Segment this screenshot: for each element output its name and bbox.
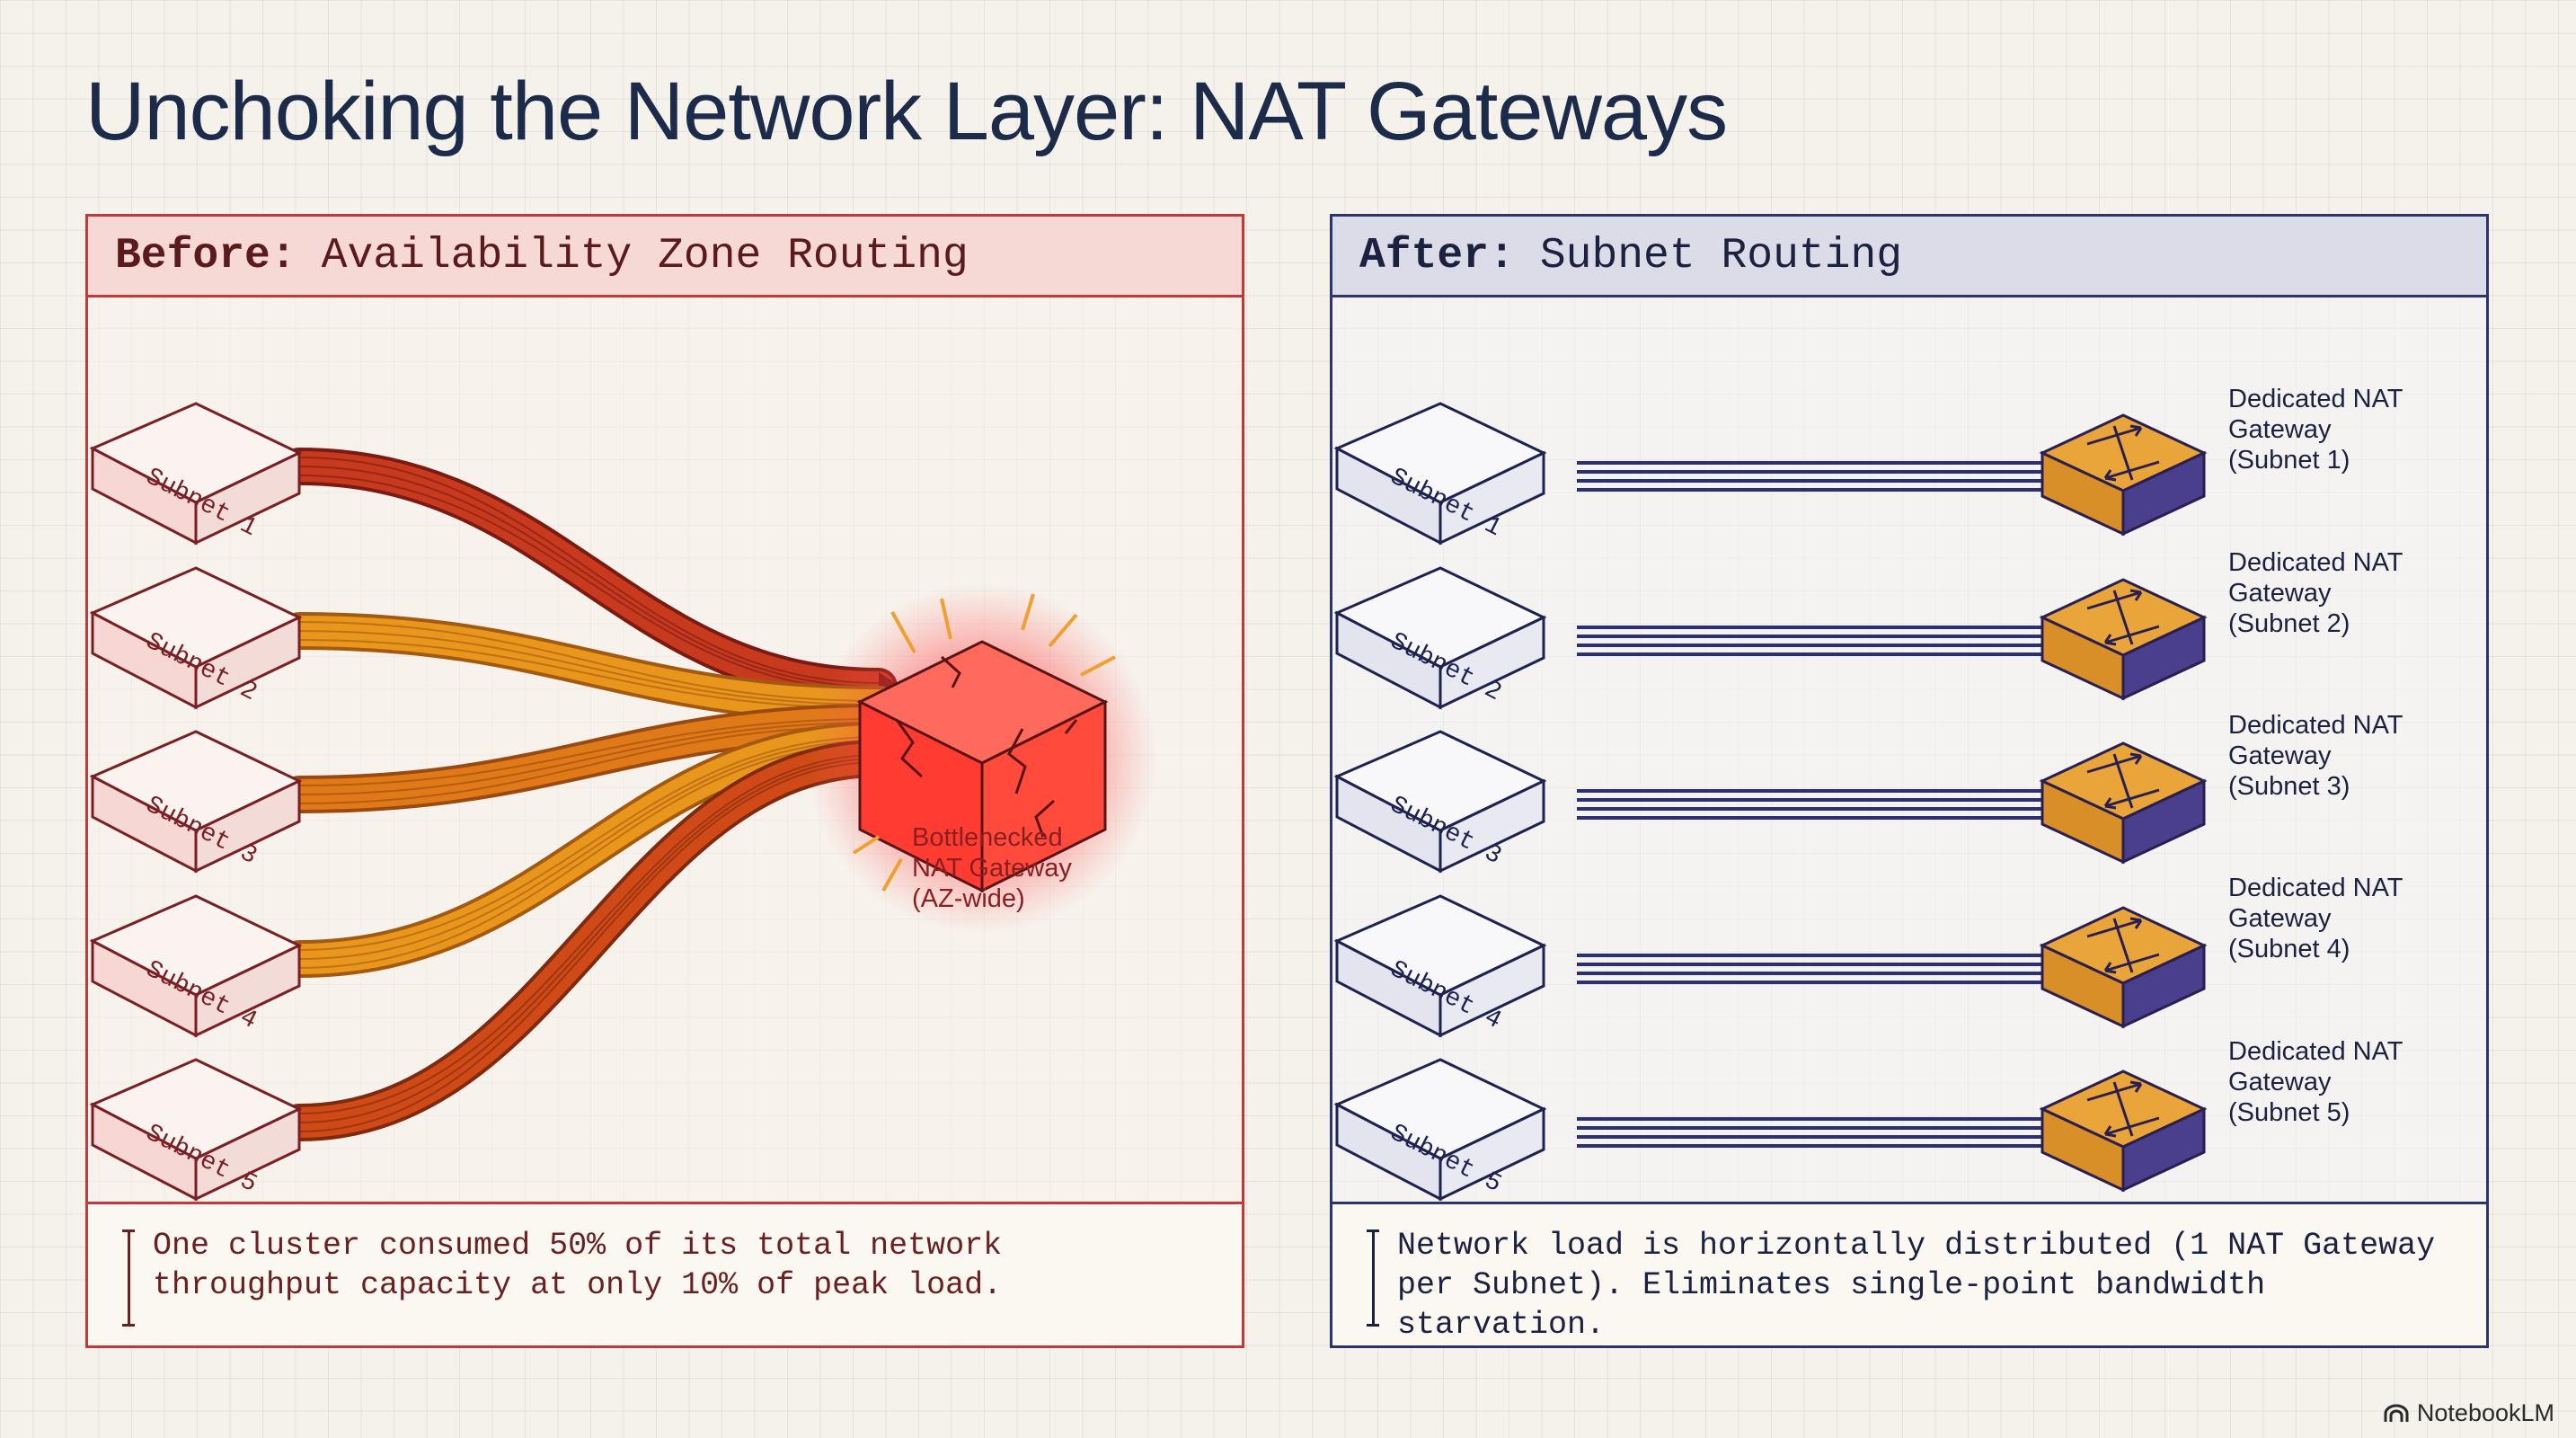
brand-name: NotebookLM [2416,1399,2554,1426]
after-header-bold: After: [1359,231,1515,280]
direct-link-5 [1577,1117,2069,1148]
routing-arrows-icon [2086,917,2160,974]
gateway-label-5-line-3: (Subnet 5) [2228,1098,2350,1127]
direct-link-3 [1577,789,2069,820]
notebooklm-logo-icon [2384,1404,2409,1422]
direct-link-1 [1577,461,2069,492]
gateway-label-3-line-3: (Subnet 3) [2228,772,2350,801]
subnet-links [1577,461,2069,1148]
subnet-box-3: Subnet 3 [1333,730,1547,874]
after-header-text: Subnet Routing [1539,231,1903,280]
subnet-boxes: Subnet 1 Subnet 2 Subnet 3 Subnet 4 Subnet 5 [1333,402,1547,1202]
gateway-label-1: Dedicated NAT Gateway (Subnet 1) [2228,384,2453,475]
gateway-label-3-line-1: Dedicated NAT [2228,711,2403,740]
gateway-label-1-line-3: (Subnet 1) [2228,446,2350,475]
subnet-boxes: Subnet 1 Subnet 2 Subnet 3 Subnet 4 Subnet 5 [89,402,303,1202]
after-footer-text: Network load is horizontally distributed… [1397,1228,2436,1343]
gateway-label-5-line-1: Dedicated NAT [2228,1037,2403,1066]
before-diagram-svg: Subnet 1 Subnet 2 Subnet 3 Subnet 4 Subnet 5 [89,402,1157,1202]
bottleneck-label-line-2: NAT Gateway [912,854,1072,883]
before-footer-text: One cluster consumed 50% of its total ne… [153,1228,1003,1303]
after-diagram: Subnet 1 Subnet 2 Subnet 3 Subnet 4 Subnet 5 [1332,297,2486,1203]
subnet-box-5: Subnet 5 [89,1058,303,1202]
gateway-label-4-line-2: Gateway [2228,904,2332,933]
before-panel-header: Before: Availability Zone Routing [88,217,1242,297]
page-title: Unchoking the Network Layer: NAT Gateway… [85,66,1728,157]
gateway-label-2-line-2: Gateway [2228,579,2332,608]
footer-marker [1367,1229,1379,1327]
dedicated-gateways [2039,413,2208,1193]
before-diagram: Subnet 1 Subnet 2 Subnet 3 Subnet 4 Subnet 5 [88,297,1242,1203]
gateway-label-1-line-2: Gateway [2228,415,2332,444]
subnet-box-1: Subnet 1 [1333,402,1547,546]
gateway-label-2-line-3: (Subnet 2) [2228,609,2350,638]
routing-arrows-icon [2086,752,2160,810]
before-header-text: Availability Zone Routing [321,231,969,280]
bottlenecked-nat-gateway [807,583,1157,934]
bottleneck-label-line-1: Bottlenecked [912,823,1063,852]
notebooklm-brand: NotebookLM [2383,1399,2554,1427]
dedicated-nat-gateway-3 [2039,741,2208,865]
gateway-label-4-line-1: Dedicated NAT [2228,874,2403,902]
gateway-label-4: Dedicated NAT Gateway (Subnet 4) [2228,873,2453,964]
routing-arrows-icon [2086,589,2160,646]
direct-link-2 [1577,626,2069,656]
subnet-box-3: Subnet 3 [89,730,303,874]
after-panel-header: After: Subnet Routing [1332,217,2486,297]
direct-link-4 [1577,954,2069,984]
bottleneck-label-line-3: (AZ-wide) [912,884,1025,913]
subnet-box-2: Subnet 2 [1333,566,1547,710]
before-footer: One cluster consumed 50% of its total ne… [88,1202,1242,1345]
gateway-label-4-line-3: (Subnet 4) [2228,935,2350,963]
gateway-label-5: Dedicated NAT Gateway (Subnet 5) [2228,1036,2453,1128]
gateway-label-5-line-2: Gateway [2228,1068,2332,1096]
subnet-box-1: Subnet 1 [89,402,303,546]
dedicated-nat-gateway-2 [2039,578,2208,701]
gateway-label-3: Dedicated NAT Gateway (Subnet 3) [2228,710,2453,802]
before-header-bold: Before: [115,231,297,280]
gateway-label-1-line-1: Dedicated NAT [2228,385,2403,413]
subnet-box-4: Subnet 4 [1333,894,1547,1038]
footer-marker [122,1229,135,1327]
bottleneck-label: Bottlenecked NAT Gateway (AZ-wide) [912,822,1146,914]
subnet-box-4: Subnet 4 [89,894,303,1038]
dedicated-nat-gateway-5 [2039,1070,2208,1193]
traffic-flows [280,448,901,1141]
after-diagram-svg: Subnet 1 Subnet 2 Subnet 3 Subnet 4 Subnet 5 [1333,402,2208,1202]
routing-arrows-icon [2086,1080,2160,1138]
after-footer: Network load is horizontally distributed… [1332,1202,2486,1345]
dedicated-nat-gateway-4 [2039,906,2208,1029]
before-panel: Before: Availability Zone Routing Subnet… [85,214,1244,1348]
dedicated-nat-gateway-1 [2039,413,2208,537]
gateway-label-2-line-1: Dedicated NAT [2228,548,2403,577]
traffic-flow-5 [280,740,901,1141]
subnet-box-5: Subnet 5 [1333,1058,1547,1202]
routing-arrows-icon [2086,424,2160,482]
traffic-flow-4 [280,722,901,978]
gateway-label-3-line-2: Gateway [2228,741,2332,770]
subnet-box-2: Subnet 2 [89,566,303,710]
gateway-label-2: Dedicated NAT Gateway (Subnet 2) [2228,547,2453,639]
